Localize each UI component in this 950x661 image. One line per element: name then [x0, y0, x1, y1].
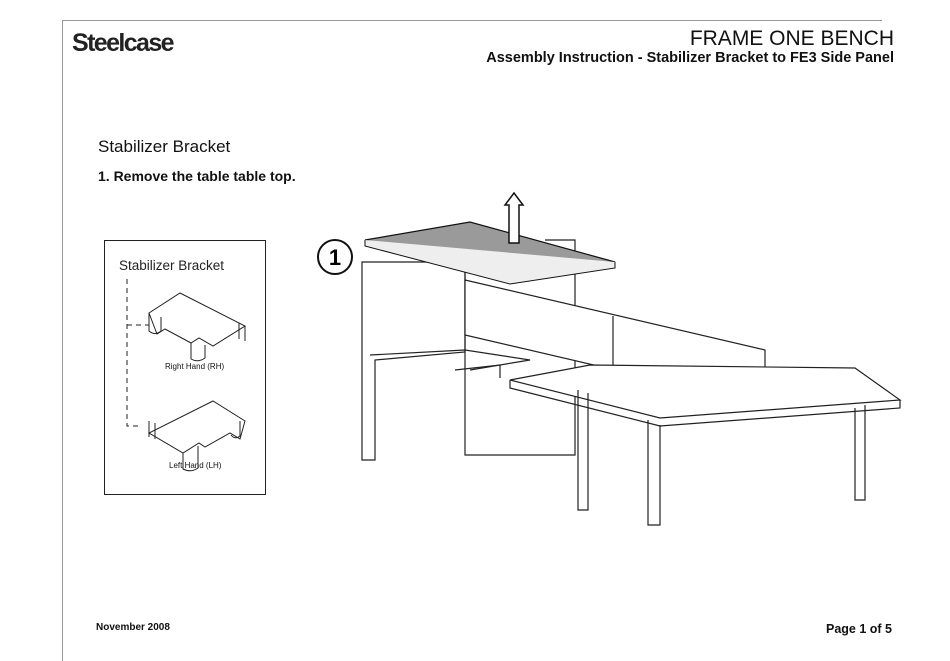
inset-title: Stabilizer Bracket: [119, 258, 225, 273]
right-hand-label: Right Hand (RH): [165, 362, 225, 371]
page-border-left: [62, 20, 63, 661]
steelcase-logo: Steelcase: [72, 29, 175, 57]
page-border-top: [62, 20, 882, 21]
bracket-inset: Stabilizer Bracket Right Hand (RH) Left …: [104, 240, 266, 495]
step-instruction: 1. Remove the table table top.: [98, 168, 296, 184]
document-subtitle: Assembly Instruction - Stabilizer Bracke…: [486, 50, 894, 66]
document-date: November 2008: [96, 622, 170, 633]
step-callout: 1: [317, 239, 353, 275]
section-title: Stabilizer Bracket: [98, 137, 231, 156]
page-number: Page 1 of 5: [826, 622, 892, 636]
left-hand-label: Left Hand (LH): [169, 461, 222, 470]
bracket-illustration: [126, 279, 247, 472]
document-title: FRAME ONE BENCH: [689, 27, 894, 50]
arrow-up-icon: [503, 191, 525, 244]
svg-text:1: 1: [329, 245, 341, 270]
